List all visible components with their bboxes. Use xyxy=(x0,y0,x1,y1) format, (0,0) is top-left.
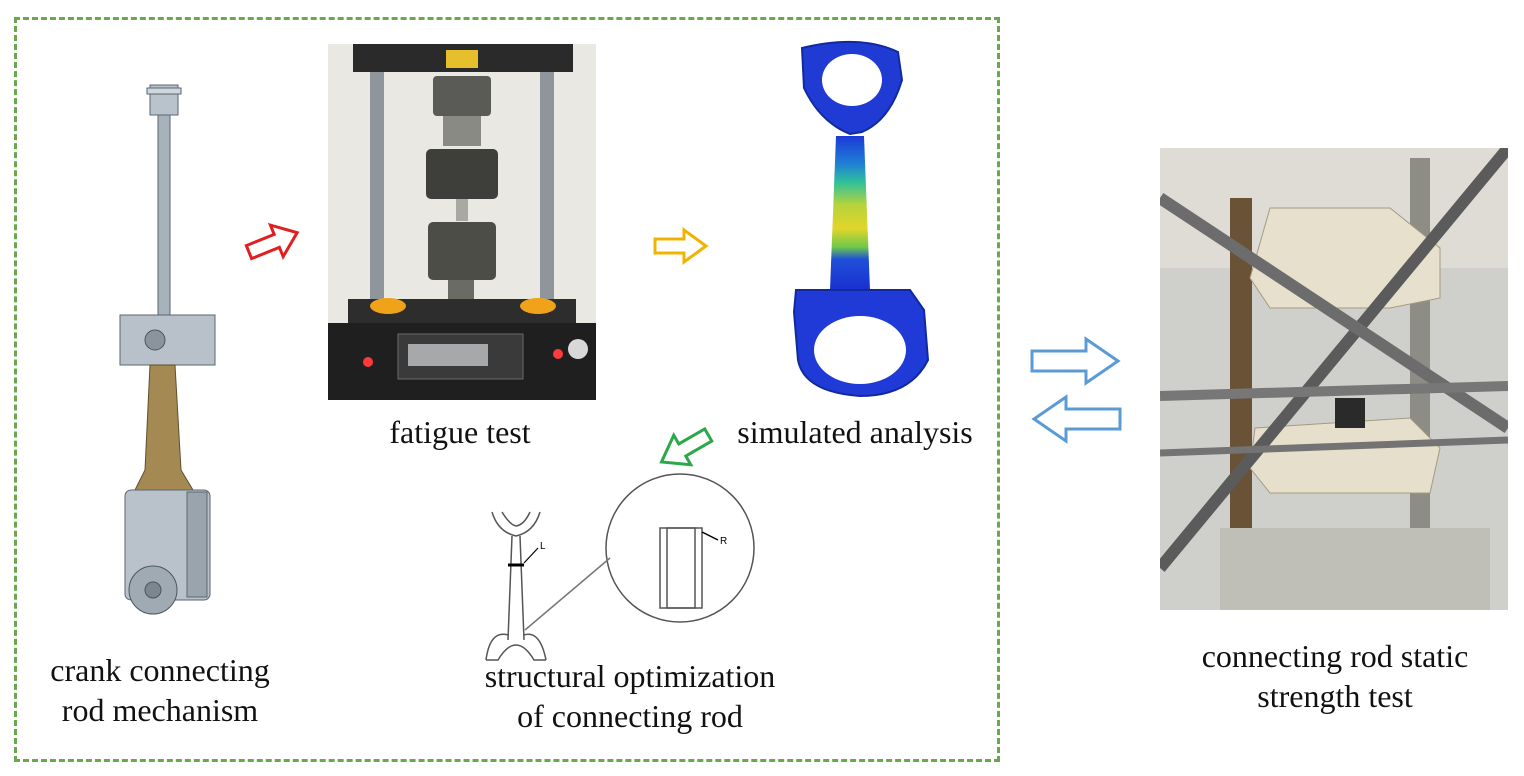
blue-right-arrow-icon xyxy=(1030,336,1121,386)
green-arrow-icon xyxy=(659,426,714,467)
structural-optimization-sketch: L R xyxy=(485,473,755,661)
blue-left-arrow-icon xyxy=(1031,394,1122,444)
simulated-analysis-label: simulated analysis xyxy=(737,414,973,450)
fatigue-test-label: fatigue test xyxy=(389,414,531,450)
workflow-frame xyxy=(14,17,1000,762)
crank-mechanism-label: crank connecting rod mechanism xyxy=(50,652,270,728)
structural-optimization-label: structural optimization of connecting ro… xyxy=(484,658,776,734)
simulated-analysis-model xyxy=(792,40,930,398)
crank-mechanism-illustration xyxy=(119,84,216,615)
yellow-arrow-icon xyxy=(653,227,709,265)
length-mark: L xyxy=(540,541,546,552)
static-strength-test-label: connecting rod static strength test xyxy=(1201,638,1469,714)
fatigue-test-photo xyxy=(328,44,596,400)
red-arrow-icon xyxy=(244,222,300,261)
static-strength-test-photo xyxy=(1160,148,1508,610)
radius-mark: R xyxy=(720,536,727,547)
